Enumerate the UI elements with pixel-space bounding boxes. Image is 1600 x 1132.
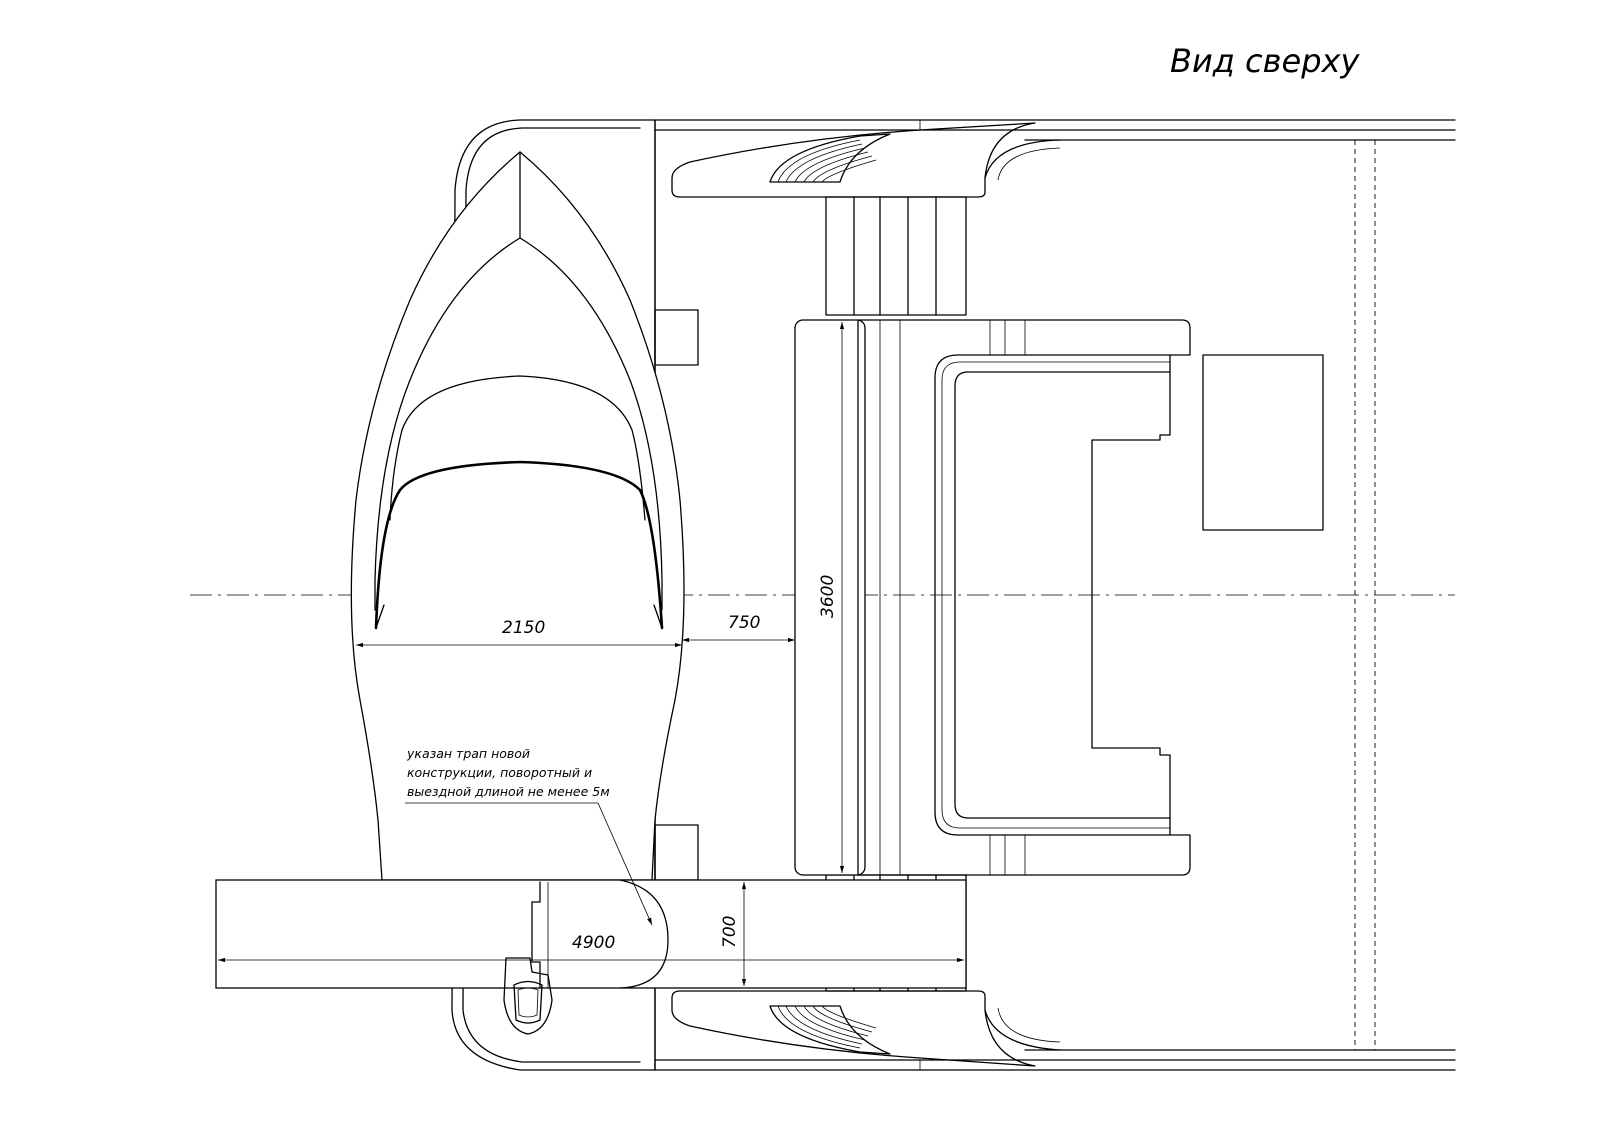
dim-text-2150: 2150	[502, 618, 545, 638]
lower-deck-band	[654, 990, 1456, 1071]
dock-platform	[794, 319, 1324, 876]
dim-text-3600: 3600	[818, 575, 838, 618]
dimension-boat-width: 2150	[356, 618, 682, 648]
posts-top	[825, 196, 967, 316]
dimension-gap: 750	[682, 613, 795, 643]
gangway	[215, 879, 967, 989]
outboard-motor	[503, 957, 553, 1035]
view-title: Вид сверху	[1170, 42, 1360, 80]
dim-text-700: 700	[720, 916, 740, 948]
gangway-note: указан трап новой конструкции, поворотны…	[405, 746, 653, 926]
dim-text-750: 750	[728, 613, 760, 633]
note-line-1: указан трап новой	[406, 746, 530, 761]
note-line-2: конструкции, поворотный и	[407, 765, 592, 780]
dimension-dock-length: 3600	[818, 322, 845, 873]
dimension-gangway-length: 4900	[218, 933, 964, 963]
note-line-3: выездной длиной не менее 5м	[407, 784, 610, 799]
upper-deck-band	[654, 119, 1456, 198]
dimension-gangway-width: 700	[720, 882, 747, 986]
dim-text-4900: 4900	[572, 933, 615, 953]
